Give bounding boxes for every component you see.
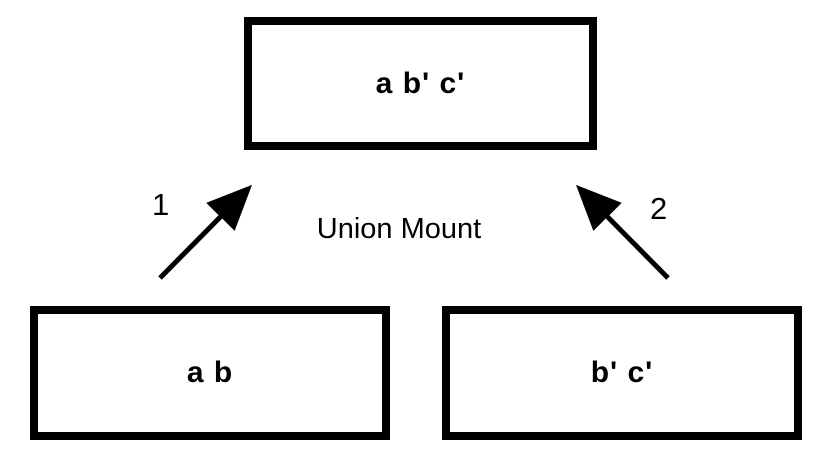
edge-arrow-1 — [158, 184, 253, 280]
node-layer-bc-label: b' c' — [590, 356, 654, 389]
node-layer-ab-label: a b — [186, 356, 234, 389]
node-merged-view: a b' c' — [244, 17, 597, 150]
diagram-caption: Union Mount — [316, 213, 482, 245]
node-layer-bc: b' c' — [442, 306, 802, 440]
node-merged-view-label: a b' c' — [375, 66, 466, 100]
edge-label-2: 2 — [650, 191, 668, 226]
edge-label-1: 1 — [152, 187, 170, 222]
node-layer-ab: a b — [30, 306, 390, 440]
